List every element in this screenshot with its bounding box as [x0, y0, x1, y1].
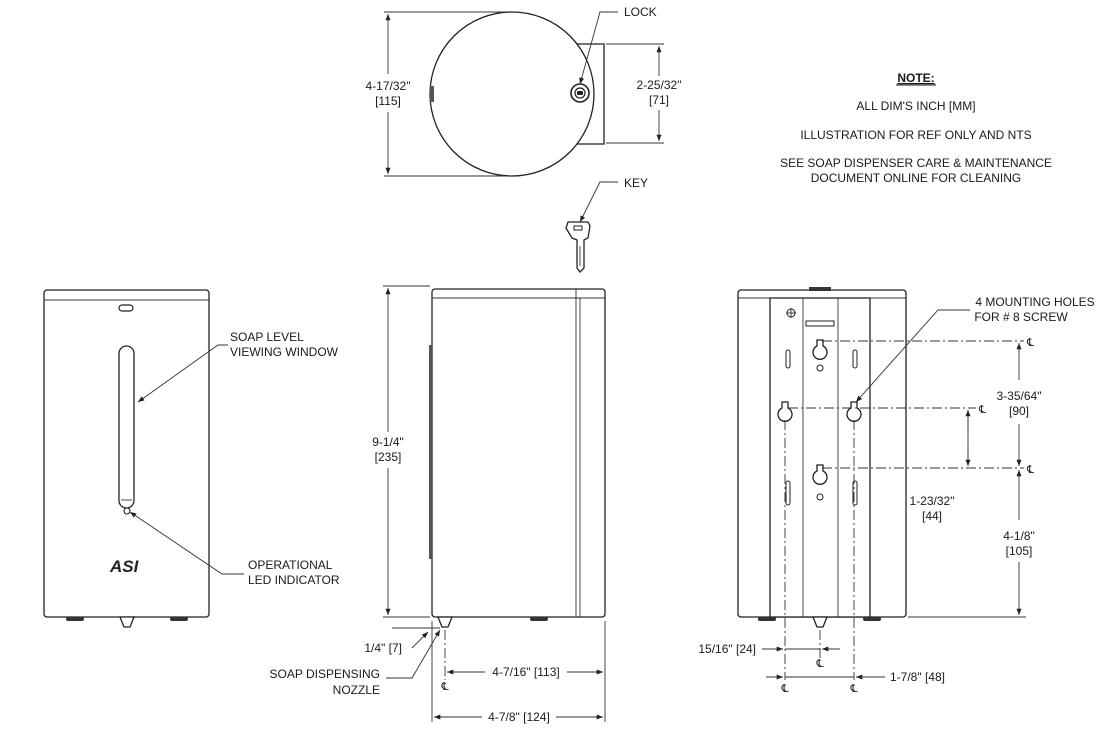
cl-mark-bottom: ℄: [1026, 463, 1034, 476]
key-leader: [579, 181, 618, 223]
top-height-mm: [115]: [375, 94, 401, 108]
plate-slot-right-top: [852, 349, 858, 369]
led-leader: [129, 511, 244, 575]
vert-spacing-value: 3-35/64": [997, 389, 1042, 403]
mounting-leader: [855, 309, 970, 403]
back-top-latch: [809, 287, 831, 291]
top-view: LOCK 4-17/32" [115] 2-25/32" [71]: [366, 5, 682, 177]
asi-logo: ASI: [109, 557, 140, 576]
height-value: 9-1/4": [372, 435, 404, 449]
front-view: ASI SOAP LEVEL VIEWING WINDOW OPERATIONA…: [43, 289, 340, 628]
cl-mark-nozzle: ℄: [815, 657, 823, 670]
side-backplate-edge: [575, 289, 581, 617]
note-line3: SEE SOAP DISPENSER CARE & MAINTENANCE: [780, 156, 1052, 170]
mid-spacing-mm: [44]: [922, 509, 942, 523]
lock-offset-mm: [71]: [649, 93, 669, 107]
nozzle-gap-arrow: [411, 631, 429, 649]
soap-level-window: [118, 345, 135, 509]
soap-level-label-1: SOAP LEVEL: [230, 330, 304, 344]
note-line2: ILLUSTRATION FOR REF ONLY AND NTS: [800, 128, 1031, 142]
side-nozzle: [437, 616, 453, 628]
vert-spacing-mm: [90]: [1009, 404, 1029, 418]
nozzle-cl-mark: ℄: [440, 680, 448, 693]
cl-mark-mid: ℄: [978, 403, 986, 416]
nozzle-label-2: NOZZLE: [333, 683, 380, 697]
mounting-label-2: FOR # 8 SCREW: [974, 310, 1068, 324]
note-block: NOTE: ALL DIM'S INCH [MM] ILLUSTRATION F…: [780, 71, 1052, 185]
depth-nozzle-value: 4-7/16" [113]: [492, 665, 559, 679]
plate-slot-left-top: [785, 349, 791, 369]
side-view: 9-1/4" [235] 1/4" [7] SOAP DISPENSING NO…: [270, 285, 606, 724]
mounting-hole-left: [777, 401, 793, 422]
cl-mark-left: ℄: [780, 682, 788, 695]
led-label-1: OPERATIONAL: [248, 558, 333, 572]
lock-label: LOCK: [624, 5, 657, 19]
top-view-side-tab: [430, 86, 434, 102]
mounting-hole-right: [846, 401, 862, 422]
mounting-label-1: 4 MOUNTING HOLES: [975, 295, 1094, 309]
top-view-body: [429, 11, 595, 177]
plate-pin-top: [816, 364, 824, 372]
lock-offset-value: 2-25/32": [637, 78, 682, 92]
plate-pin-bottom: [816, 493, 824, 501]
led-label-2: LED INDICATOR: [248, 573, 340, 587]
cl-mark-top: ℄: [1026, 336, 1034, 349]
front-foot-right: [170, 617, 188, 621]
top-height-value: 4-17/32": [366, 79, 411, 93]
nozzle-offset-value: 15/16" [24]: [698, 642, 756, 656]
nozzle-label-1: SOAP DISPENSING: [270, 667, 380, 681]
nozzle-leader: [386, 629, 441, 679]
led-indicator-icon: [123, 507, 131, 515]
lock-leader: [579, 11, 618, 85]
cl-mark-right: ℄: [849, 682, 857, 695]
bottom-hole-mm: [105]: [1006, 544, 1033, 558]
note-line1: ALL DIM'S INCH [MM]: [856, 99, 975, 113]
lock-cylinder: [574, 87, 586, 99]
mounting-hole-bottom: [812, 464, 828, 485]
side-body: [431, 288, 606, 618]
back-view: ℄ ℄ ℄ ℄ ℄ ℄ 4 MOUNTING HOLES FOR # 8 SCR…: [698, 287, 1095, 695]
front-nozzle: [119, 616, 135, 628]
front-foot-left: [66, 617, 84, 621]
side-foot: [530, 617, 548, 621]
note-line4: DOCUMENT ONLINE FOR CLEANING: [811, 171, 1021, 185]
lock-slot: [577, 91, 583, 95]
back-foot-right: [863, 617, 881, 621]
bottom-hole-value: 4-1/8": [1003, 529, 1035, 543]
soap-level-label-2: VIEWING WINDOW: [230, 345, 339, 359]
nozzle-gap-value: 1/4" [7]: [364, 641, 402, 655]
back-foot-left: [758, 617, 776, 621]
note-title: NOTE:: [897, 71, 934, 85]
back-nozzle: [812, 616, 828, 628]
key-icon: KEY: [565, 176, 648, 273]
height-mm: [235]: [375, 450, 402, 464]
front-lock-slot: [118, 304, 134, 312]
key-label: KEY: [624, 176, 648, 190]
soap-level-leader: [137, 344, 228, 403]
plate-slot-left-bottom: [785, 480, 791, 506]
mid-spacing-value: 1-23/32": [910, 494, 955, 508]
side-window-edge: [429, 345, 432, 559]
mounting-hole-top: [812, 339, 828, 360]
hole-spacing-value: 1-7/8" [48]: [890, 670, 945, 684]
depth-total-value: 4-7/8" [124]: [488, 710, 550, 724]
plate-slot: [805, 320, 835, 327]
